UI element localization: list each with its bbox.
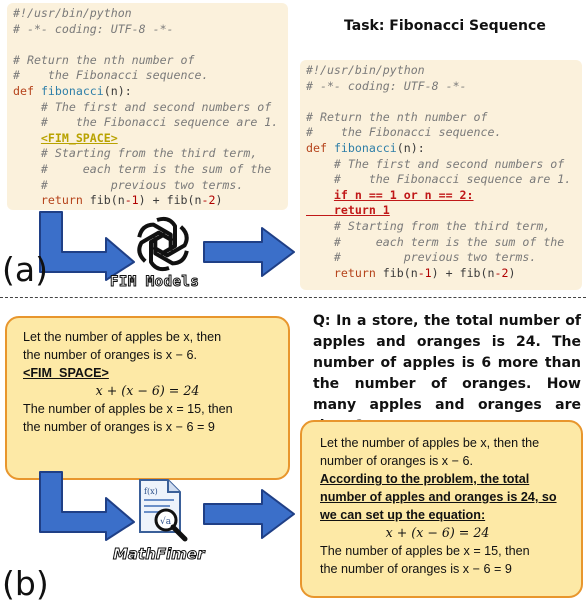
fim-space-token: <FIM_SPACE> — [40, 130, 118, 145]
inserted-return-text: return 1 — [333, 203, 390, 218]
math-document-icon: f(x) √a — [139, 479, 188, 542]
function-name: fibonacci — [333, 140, 397, 155]
svg-text:√a: √a — [160, 516, 172, 527]
svg-text:f(x): f(x) — [144, 487, 158, 496]
code-line: # previous two terms. — [333, 250, 537, 265]
inserted-return-line: return 1 — [306, 203, 390, 217]
code-line: # each term is the sum of the — [333, 234, 565, 249]
code-line: # Return the nth number of — [13, 52, 195, 67]
code-line: # the Fibonacci sequence are 1. — [333, 172, 572, 187]
code-line: # -*- coding: UTF-8 -*- — [13, 21, 174, 36]
partial-solution-box: Let the number of apples be x, then the … — [5, 316, 290, 480]
completed-solution-box: Let the number of apples be x, then the … — [300, 420, 583, 598]
code-line: # previous two terms. — [40, 177, 244, 192]
code-token: -1 — [124, 193, 139, 208]
panel-b-label: (b) — [2, 564, 49, 603]
arrow-bent-icon — [39, 471, 135, 541]
solution-line: the number of oranges is x − 6. — [23, 348, 197, 362]
task-title: Task: Fibonacci Sequence — [344, 18, 546, 34]
inserted-if-line: if n == 1 or n == 2: — [333, 187, 474, 202]
code-line: # the Fibonacci sequence. — [306, 125, 502, 140]
question-text: Q: In a store, the total number of apple… — [313, 313, 581, 434]
code-token: fib(n — [89, 193, 125, 208]
code-token: ) + fib(n — [138, 193, 202, 208]
mathfimer-label: MathFimer — [113, 545, 205, 564]
completed-code-block — [300, 60, 582, 290]
keyword-return: return — [40, 193, 83, 208]
solution-line: The number of apples be x = 15, then — [23, 402, 233, 416]
solution-line: Let the number of apples be x, then — [23, 330, 222, 344]
solution-line: The number of apples be x = 15, then — [320, 544, 530, 558]
arrow-bent-icon — [39, 211, 135, 281]
panel-a-label: (a) — [2, 250, 48, 289]
openai-logo-icon — [137, 216, 189, 272]
arrow-right-icon — [203, 489, 295, 539]
code-token: -2 — [494, 265, 509, 280]
code-token: -1 — [417, 265, 432, 280]
code-line: # Return the nth number of — [306, 109, 488, 124]
keyword-def: def — [306, 140, 327, 155]
keyword-return: return — [333, 265, 376, 280]
arrow-right-icon — [203, 227, 295, 277]
code-line: #!/usr/bin/python — [306, 63, 425, 77]
keyword-def: def — [13, 83, 34, 98]
fim-models-label: FIM Models — [109, 274, 200, 291]
code-line: # Starting from the third term, — [333, 218, 551, 233]
code-line: # each term is the sum of the — [40, 161, 272, 176]
fim-space-token: <FIM_SPACE> — [23, 366, 109, 380]
solution-line: the number of oranges is x − 6 = 9 — [23, 420, 215, 434]
function-args: (n): — [396, 140, 425, 155]
equation: x + (x − 6) = 24 — [95, 383, 200, 398]
divider — [0, 297, 586, 298]
inserted-step: According to the problem, the total numb… — [320, 472, 557, 522]
code-line: # The first and second numbers of — [40, 99, 272, 114]
code-line: # the Fibonacci sequence. — [13, 68, 209, 83]
code-token: ) + fib(n — [431, 265, 495, 280]
source-code: #!/usr/bin/python # -*- coding: UTF-8 -*… — [13, 6, 278, 209]
solution-line: Let the number of apples be x, then the — [320, 436, 540, 450]
code-line: # the Fibonacci sequence are 1. — [40, 115, 279, 130]
code-line: # The first and second numbers of — [333, 156, 565, 171]
code-line: # -*- coding: UTF-8 -*- — [306, 78, 467, 93]
solution-line: number of oranges is x − 6. — [320, 454, 473, 468]
function-args: (n): — [103, 83, 132, 98]
code-token: fib(n — [382, 265, 418, 280]
code-token: -2 — [201, 193, 216, 208]
function-name: fibonacci — [40, 83, 104, 98]
equation: x + (x − 6) = 24 — [385, 525, 490, 540]
code-token: ) — [508, 265, 516, 280]
code-token: ) — [215, 193, 223, 208]
completed-code: #!/usr/bin/python # -*- coding: UTF-8 -*… — [306, 63, 571, 281]
source-code-block — [7, 3, 288, 210]
solution-line: the number of oranges is x − 6 = 9 — [320, 562, 512, 576]
code-line: #!/usr/bin/python — [13, 6, 132, 20]
code-line: # Starting from the third term, — [40, 146, 258, 161]
